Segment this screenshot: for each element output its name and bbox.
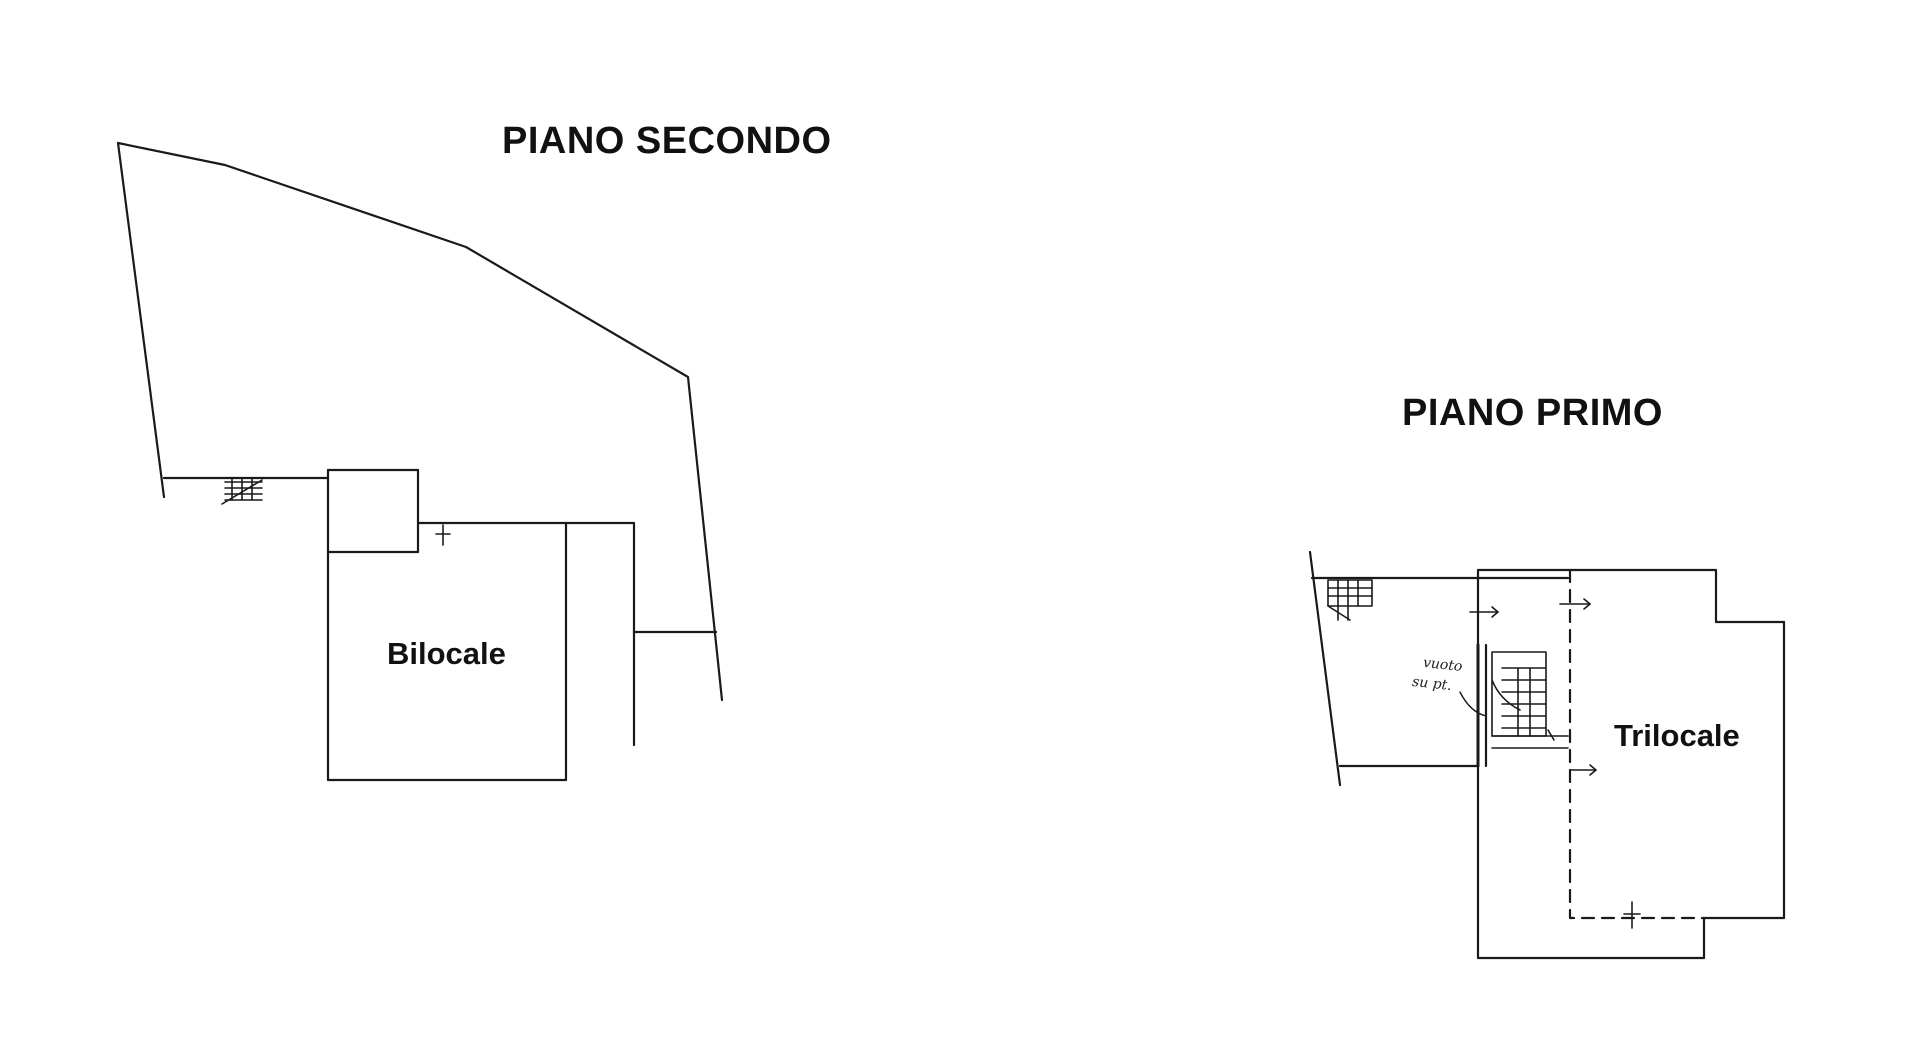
trilocale-label: Trilocale — [1614, 718, 1740, 753]
bilocale-room — [328, 523, 566, 780]
direction-arrows — [1470, 599, 1640, 928]
entrance-arrow-icon — [436, 525, 450, 545]
bilocale-label: Bilocale — [387, 636, 506, 671]
corridor-wall-top — [566, 523, 634, 745]
internal-staircase — [1492, 652, 1568, 748]
second-floor-plan — [118, 143, 722, 780]
small-room — [328, 470, 418, 552]
first-floor-plan — [1310, 552, 1784, 958]
trilocale-outer-wall — [1478, 570, 1784, 958]
note-leader — [1460, 692, 1486, 716]
balcony-outline — [1310, 552, 1340, 785]
dashed-partition — [1570, 570, 1704, 918]
second-floor-title: PIANO SECONDO — [502, 120, 832, 162]
first-floor-title: PIANO PRIMO — [1402, 392, 1663, 434]
staircase-symbol — [222, 478, 262, 504]
staircase-symbol-small — [1328, 580, 1372, 620]
terrace-outline — [118, 143, 722, 700]
